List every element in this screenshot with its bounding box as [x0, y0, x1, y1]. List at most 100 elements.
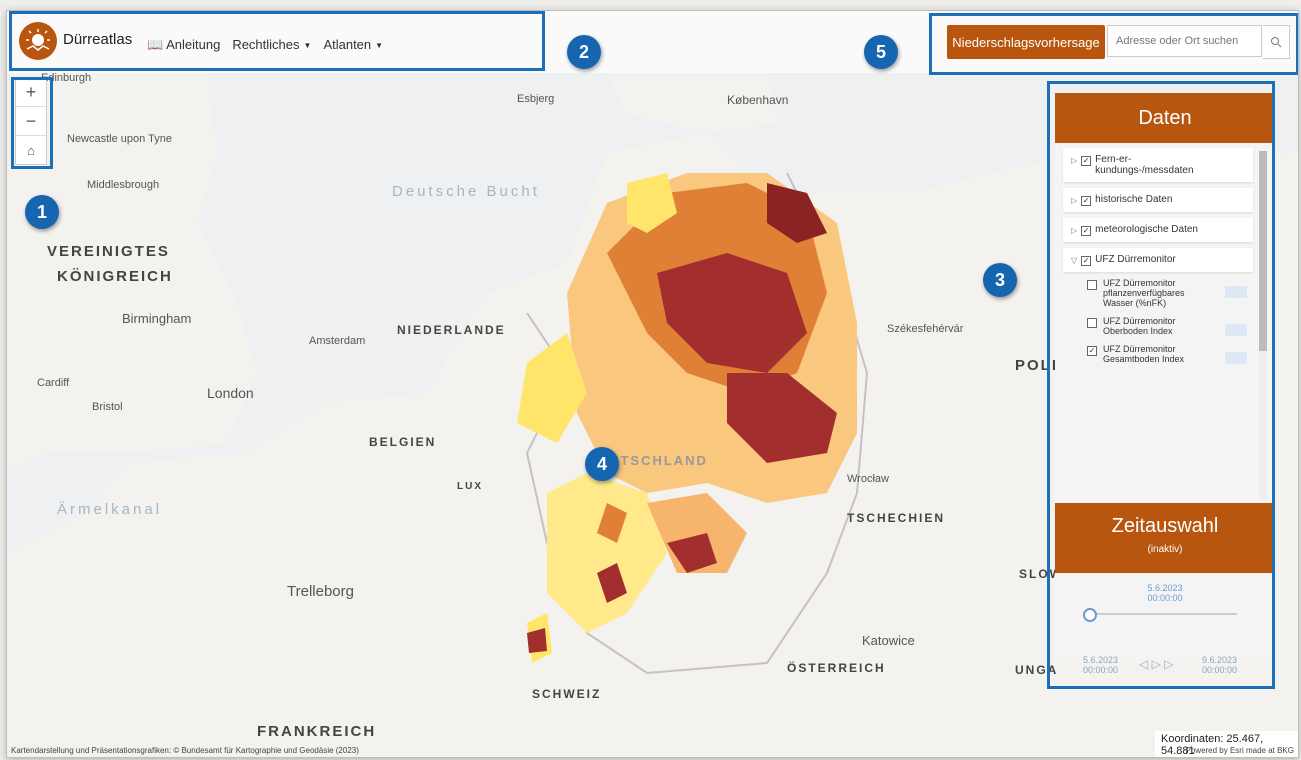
nav-label: Rechtliches [232, 37, 300, 52]
time-slider-track[interactable] [1087, 613, 1237, 615]
annotation-box-1 [11, 77, 53, 169]
city-label: Trelleborg [287, 583, 354, 600]
legend-button[interactable] [1225, 324, 1247, 336]
data-panel: Daten ▷ ✓ Fern-er-kundungs-/messdaten ▷ … [1055, 93, 1275, 663]
time-status: (inaktiv) [1147, 544, 1183, 555]
current-date: 5.6.2023 [1147, 583, 1183, 593]
layer-checkbox[interactable]: ✓ [1081, 226, 1092, 236]
country-label: ÖSTERREICH [787, 661, 886, 675]
start-time: 00:00:00 [1083, 665, 1119, 675]
city-label: Newcastle upon Tyne [67, 133, 172, 145]
sublayer-item[interactable]: UFZ Dürremonitor Oberboden Index [1081, 312, 1253, 340]
end-time: 00:00:00 [1202, 665, 1238, 675]
layer-checkbox[interactable]: ✓ [1081, 196, 1092, 206]
nav-label: Atlanten [323, 37, 372, 52]
attribution: Kartendarstellung und Präsentationsgrafi… [11, 746, 359, 755]
legend-button[interactable] [1225, 286, 1247, 298]
collapse-icon[interactable]: ▽ [1071, 256, 1078, 265]
layer-checkbox[interactable]: ✓ [1081, 256, 1092, 266]
app-title[interactable]: Dürreatlas [63, 31, 133, 48]
basemap [7, 73, 1298, 757]
zoom-in-button[interactable]: + [16, 78, 46, 107]
layer-checkbox[interactable]: ✓ [1081, 156, 1092, 166]
coordinates-readout: Koordinaten: 25.467, 54.881 [1155, 731, 1298, 757]
city-label: Birmingham [122, 311, 192, 326]
country-label: UNGA [1015, 663, 1059, 677]
map-view[interactable]: VEREINIGTES KÖNIGREICH NIEDERLANDE BELGI… [7, 72, 1298, 757]
zoom-out-button[interactable]: − [16, 107, 46, 136]
expand-icon[interactable]: ▷ [1071, 226, 1078, 235]
play-icon[interactable]: ◁ ▷ ▷ [1139, 657, 1174, 671]
layer-label: historische Daten [1095, 194, 1173, 205]
city-label: Bristol [92, 401, 123, 413]
sun-icon [26, 29, 50, 51]
end-date: 9.6.2023 [1202, 655, 1238, 665]
city-label: Edinburgh [41, 72, 92, 84]
app-header: Dürreatlas 📖 Anleitung Rechtliches▼ Atla… [7, 11, 1298, 74]
nav-rechtliches[interactable]: Rechtliches▼ [232, 37, 311, 53]
annotation-box-5 [929, 13, 1298, 75]
city-label: Esbjerg [517, 93, 555, 105]
layer-item[interactable]: ▷ ✓ historische Daten [1063, 188, 1253, 212]
city-label: Amsterdam [309, 335, 366, 347]
zoom-control: + − ⌂ [15, 77, 47, 165]
sublayer-label: UFZ Dürremonitor Gesamtboden Index [1103, 344, 1185, 364]
country-label: VEREINIGTES [47, 243, 170, 260]
sea-label: Deutsche Bucht [392, 183, 540, 200]
start-date: 5.6.2023 [1083, 655, 1119, 665]
app-window: Dürreatlas 📖 Anleitung Rechtliches▼ Atla… [6, 10, 1299, 758]
country-label: SCHWEIZ [532, 687, 602, 701]
annotation-number: 4 [585, 447, 619, 481]
annotation-number: 3 [983, 263, 1017, 297]
country-label: TSCHECHIEN [847, 511, 946, 525]
sublayer-checkbox[interactable] [1087, 280, 1097, 290]
annotation-number: 1 [25, 195, 59, 229]
country-label: LUX [457, 481, 483, 492]
expand-icon[interactable]: ▷ [1071, 196, 1078, 205]
layer-label: UFZ Dürremonitor [1095, 254, 1176, 265]
time-selection-header: Zeitauswahl (inaktiv) [1055, 503, 1275, 573]
country-label: POLE [1015, 357, 1064, 374]
home-button[interactable]: ⌂ [16, 136, 46, 164]
layer-item[interactable]: ▷ ✓ meteorologische Daten [1063, 218, 1253, 242]
scrollbar[interactable] [1259, 151, 1267, 499]
time-slider-handle[interactable] [1083, 608, 1097, 622]
country-label: SLOW [1019, 567, 1063, 581]
annotation-number: 5 [864, 35, 898, 69]
nav-label: Anleitung [166, 37, 221, 52]
layer-label: meteorologische Daten [1095, 224, 1198, 235]
caret-down-icon: ▼ [303, 41, 312, 51]
country-label: BELGIEN [369, 435, 437, 449]
time-slider-area: 5.6.2023 00:00:00 [1055, 573, 1275, 663]
nav-atlanten[interactable]: Atlanten▼ [323, 37, 383, 53]
main-nav: 📖 Anleitung Rechtliches▼ Atlanten▼ [147, 37, 383, 53]
scroll-thumb[interactable] [1259, 151, 1267, 351]
search-input[interactable]: Adresse oder Ort suchen [1107, 25, 1262, 57]
caret-down-icon: ▼ [375, 41, 384, 51]
sun-logo-icon [19, 22, 57, 60]
country-label: FRANKREICH [257, 723, 377, 740]
sublayer-label: UFZ Dürremonitor pflanzenverfügbares Was… [1103, 278, 1185, 308]
sublayer-item[interactable]: ✓ UFZ Dürremonitor Gesamtboden Index [1081, 340, 1253, 374]
layer-label: Fern-er-kundungs-/messdaten [1095, 154, 1194, 176]
country-label: KÖNIGREICH [57, 268, 173, 285]
country-label: NIEDERLANDE [397, 323, 506, 337]
city-label: Cardiff [37, 377, 70, 389]
layer-item[interactable]: ▽ ✓ UFZ Dürremonitor [1063, 248, 1253, 272]
sublayer-checkbox[interactable]: ✓ [1087, 346, 1097, 356]
nav-anleitung[interactable]: 📖 Anleitung [147, 37, 220, 53]
city-label: Middlesbrough [87, 179, 160, 191]
city-label: København [727, 93, 789, 107]
legend-button[interactable] [1225, 352, 1247, 364]
layer-item[interactable]: ▷ ✓ Fern-er-kundungs-/messdaten [1063, 148, 1253, 182]
expand-icon[interactable]: ▷ [1071, 156, 1078, 165]
sublayer-item[interactable]: UFZ Dürremonitor pflanzenverfügbares Was… [1081, 274, 1253, 312]
annotation-box-3 [1047, 81, 1275, 689]
sea-label: Ärmelkanal [57, 501, 163, 518]
time-title: Zeitauswahl [1111, 515, 1219, 537]
layer-list: ▷ ✓ Fern-er-kundungs-/messdaten ▷ ✓ hist… [1063, 148, 1253, 374]
search-button[interactable] [1263, 25, 1290, 59]
sublayer-checkbox[interactable] [1087, 318, 1097, 328]
powered-by: Powered by Esri made at BKG [1185, 746, 1295, 755]
precipitation-forecast-button[interactable]: Niederschlagsvorhersage [947, 25, 1105, 59]
